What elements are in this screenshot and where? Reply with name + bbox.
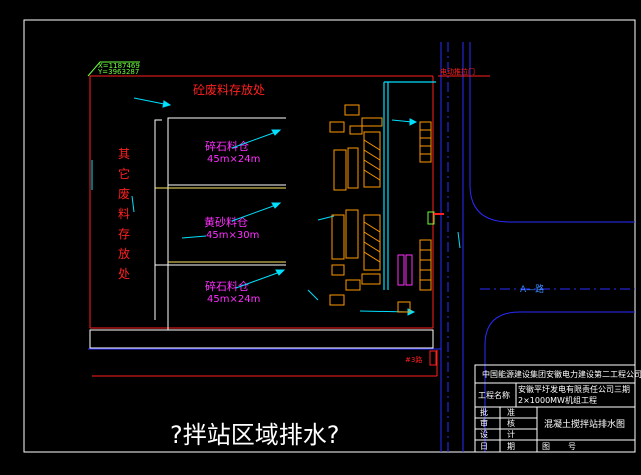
gate-label: 电动推拉门 — [440, 67, 475, 76]
bin1-size: 45m×24m — [207, 154, 260, 165]
bin1-name: 碎石料仓 — [205, 139, 249, 153]
row-2-a: 审 — [480, 418, 488, 428]
title-block — [474, 364, 636, 453]
org-name: 中国能源建设集团安徽电力建设第二工程公司 — [482, 369, 641, 379]
coord-y: Y=3963287 — [97, 68, 139, 76]
project-label: 工程名称 — [478, 390, 510, 400]
other-waste-glyph: 它 — [118, 166, 130, 181]
other-waste-glyph: 存 — [118, 227, 130, 241]
gate-marker: 电动推拉门 — [427, 67, 475, 225]
coordinate-marker: X=1187469 Y=3963287 — [87, 61, 140, 77]
drawing-frame — [23, 19, 636, 453]
other-waste-label: 其它废料存放处 — [118, 147, 130, 281]
row-3-b: 计 — [507, 429, 515, 439]
road-tag: #3路 — [405, 355, 422, 364]
bin3-size: 45m×24m — [207, 294, 260, 305]
drain-channel — [383, 81, 436, 290]
row-4-b: 期 — [507, 442, 515, 451]
row-1-b: 准 — [507, 407, 515, 417]
project-line2: 2×1000MW机组工程 — [518, 395, 597, 405]
drain-arrows — [91, 97, 461, 316]
bin2-size: 45m×30m — [206, 230, 259, 241]
row-3-a: 设 — [480, 429, 488, 439]
row-1-a: 批 — [480, 407, 488, 417]
site-boundary — [89, 75, 490, 377]
coord-x: X=1187469 — [98, 62, 140, 70]
project-line1: 安徽平圩发电有限责任公司三期 — [518, 384, 630, 394]
bin2-name: 黄砂料仓 — [204, 215, 248, 229]
other-waste-glyph: 放 — [118, 246, 130, 261]
other-waste-glyph: 料 — [118, 207, 130, 221]
row-4-a: 日 — [480, 442, 488, 451]
drawing-main-title: ?拌站区域排水? — [170, 421, 339, 449]
row-2-b: 核 — [507, 418, 515, 428]
bin3-name: 碎石料仓 — [205, 279, 249, 293]
waste-concrete-label: 砼废料存放处 — [193, 82, 265, 97]
other-waste-glyph: 其 — [118, 147, 130, 161]
road-network — [88, 42, 635, 452]
yard-outlines — [89, 117, 434, 349]
road-label: A—路 — [520, 283, 544, 295]
other-waste-glyph: 废 — [118, 186, 130, 201]
drawing-title: 混凝土搅拌站排水图 — [544, 418, 625, 430]
other-waste-glyph: 处 — [118, 267, 130, 281]
sheet-label: 图 — [542, 442, 550, 451]
sheet-no: 号 — [568, 442, 576, 451]
batching-equipment — [329, 104, 432, 313]
